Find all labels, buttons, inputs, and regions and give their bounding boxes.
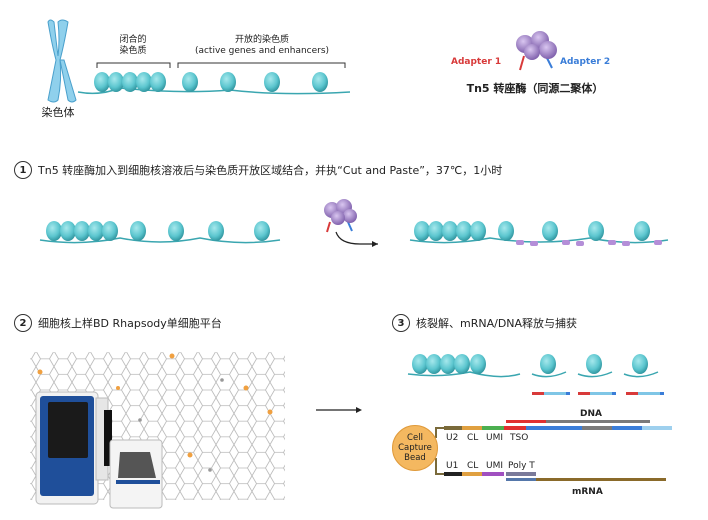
bd-rhapsody-instrument-icon (35, 391, 163, 509)
lower-seg-polyt: Poly T (508, 461, 535, 471)
nucleosome-cluster-closed (94, 72, 166, 92)
step2-number: 2 (14, 314, 32, 332)
step2-header: 2 细胞核上样BD Rhapsody单细胞平台 (14, 314, 222, 332)
lower-seg-cl: CL (467, 461, 479, 471)
bead-label-l2: Capture (398, 443, 432, 453)
chromosome-label: 染色体 (41, 106, 75, 119)
bound-tn5-markers (516, 240, 662, 246)
step1-text: Tn5 转座酶加入到细胞核溶液后与染色质开放区域结合，并执“Cut and Pa… (38, 164, 503, 177)
chromosome-icon (47, 19, 77, 103)
chromatin-top (77, 62, 351, 95)
cell-capture-bead: Cell Capture Bead (392, 425, 438, 471)
tn5-caption: Tn5 转座酶（同源二聚体） (466, 82, 604, 95)
fragment-bars (532, 392, 664, 395)
upper-seg-cl: CL (467, 433, 479, 443)
nucleosome-open (182, 72, 328, 92)
adapter1-label: Adapter 1 (451, 57, 502, 67)
open-chromatin-label-l1: 开放的染色质 (234, 35, 290, 45)
step3-text: 核裂解、mRNA/DNA释放与捕获 (416, 317, 578, 330)
open-chromatin-label-l2: (active genes and enhancers) (194, 46, 330, 56)
step1-after-chromatin (409, 221, 669, 246)
step1-tn5-icon (324, 199, 357, 233)
step1-header: 1 Tn5 转座酶加入到细胞核溶液后与染色质开放区域结合，并执“Cut and … (14, 161, 502, 179)
adapter2-label: Adapter 2 (560, 57, 611, 67)
capture-oligos (435, 420, 672, 481)
step1-number: 1 (14, 161, 32, 179)
upper-seg-tso: TSO (510, 433, 529, 443)
closed-chromatin-label-l1: 闭合的 (119, 35, 147, 45)
step3-header: 3 核裂解、mRNA/DNA释放与捕获 (392, 314, 577, 332)
step1-before-chromatin (39, 221, 281, 244)
tn5-transposase-icon (516, 31, 557, 71)
step3-chromatin (407, 354, 664, 395)
bead-label-l3: Bead (404, 453, 426, 463)
dna-label: DNA (580, 409, 602, 419)
mrna-label: mRNA (572, 487, 603, 497)
lower-seg-u1: U1 (446, 461, 459, 471)
step3-number: 3 (392, 314, 410, 332)
step2-to-3-arrow (316, 407, 362, 413)
step2-text: 细胞核上样BD Rhapsody单细胞平台 (38, 317, 222, 330)
closed-chromatin-label-l2: 染色质 (119, 46, 147, 56)
upper-seg-umi: UMI (486, 433, 504, 443)
bead-label-l1: Cell (407, 433, 423, 443)
step1-arrow (335, 231, 378, 247)
lower-seg-umi: UMI (486, 461, 504, 471)
upper-seg-u2: U2 (446, 433, 459, 443)
